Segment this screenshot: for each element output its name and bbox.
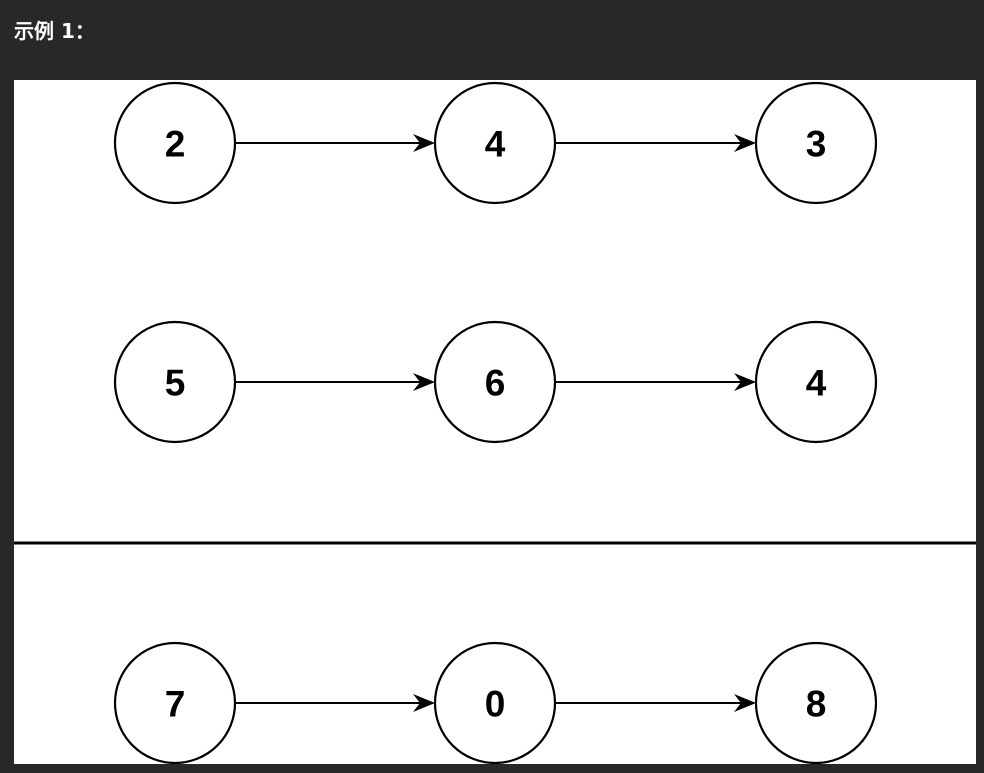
node-value: 3 bbox=[806, 124, 827, 165]
list-node: 8 bbox=[754, 641, 878, 764]
node-circle bbox=[113, 641, 237, 764]
arrow-head bbox=[413, 694, 435, 712]
list-a-row: 2 4 3 bbox=[113, 81, 878, 205]
node-value: 8 bbox=[806, 684, 827, 725]
list-result-row: 7 0 8 bbox=[113, 641, 878, 764]
list-node: 5 bbox=[113, 320, 237, 444]
node-circle bbox=[433, 81, 557, 205]
node-circle bbox=[433, 320, 557, 444]
node-circle bbox=[113, 81, 237, 205]
node-value: 5 bbox=[165, 363, 186, 404]
list-node: 0 bbox=[433, 641, 557, 764]
list-node: 3 bbox=[754, 81, 878, 205]
arrow-head bbox=[413, 134, 435, 152]
arrow-head bbox=[734, 134, 756, 152]
list-b-row: 5 6 4 bbox=[113, 320, 878, 444]
node-circle bbox=[754, 641, 878, 764]
arrow-head bbox=[734, 373, 756, 391]
node-value: 0 bbox=[485, 684, 506, 725]
example-heading: 示例 1： bbox=[14, 19, 95, 43]
list-node: 6 bbox=[433, 320, 557, 444]
node-value: 4 bbox=[485, 124, 506, 165]
node-value: 6 bbox=[485, 363, 506, 404]
diagram-canvas: 2 4 3 5 6 4 7 0 8 bbox=[14, 81, 976, 764]
node-value: 4 bbox=[806, 363, 827, 404]
list-node: 2 bbox=[113, 81, 237, 205]
node-circle bbox=[113, 320, 237, 444]
node-circle bbox=[754, 320, 878, 444]
node-circle bbox=[433, 641, 557, 764]
list-node: 4 bbox=[433, 81, 557, 205]
node-value: 2 bbox=[165, 124, 186, 165]
list-node: 4 bbox=[754, 320, 878, 444]
linked-list-diagram: 2 4 3 5 6 4 7 0 8 bbox=[14, 80, 976, 764]
node-circle bbox=[754, 81, 878, 205]
arrow-head bbox=[413, 373, 435, 391]
arrow-head bbox=[734, 694, 756, 712]
list-node: 7 bbox=[113, 641, 237, 764]
node-value: 7 bbox=[165, 684, 186, 725]
